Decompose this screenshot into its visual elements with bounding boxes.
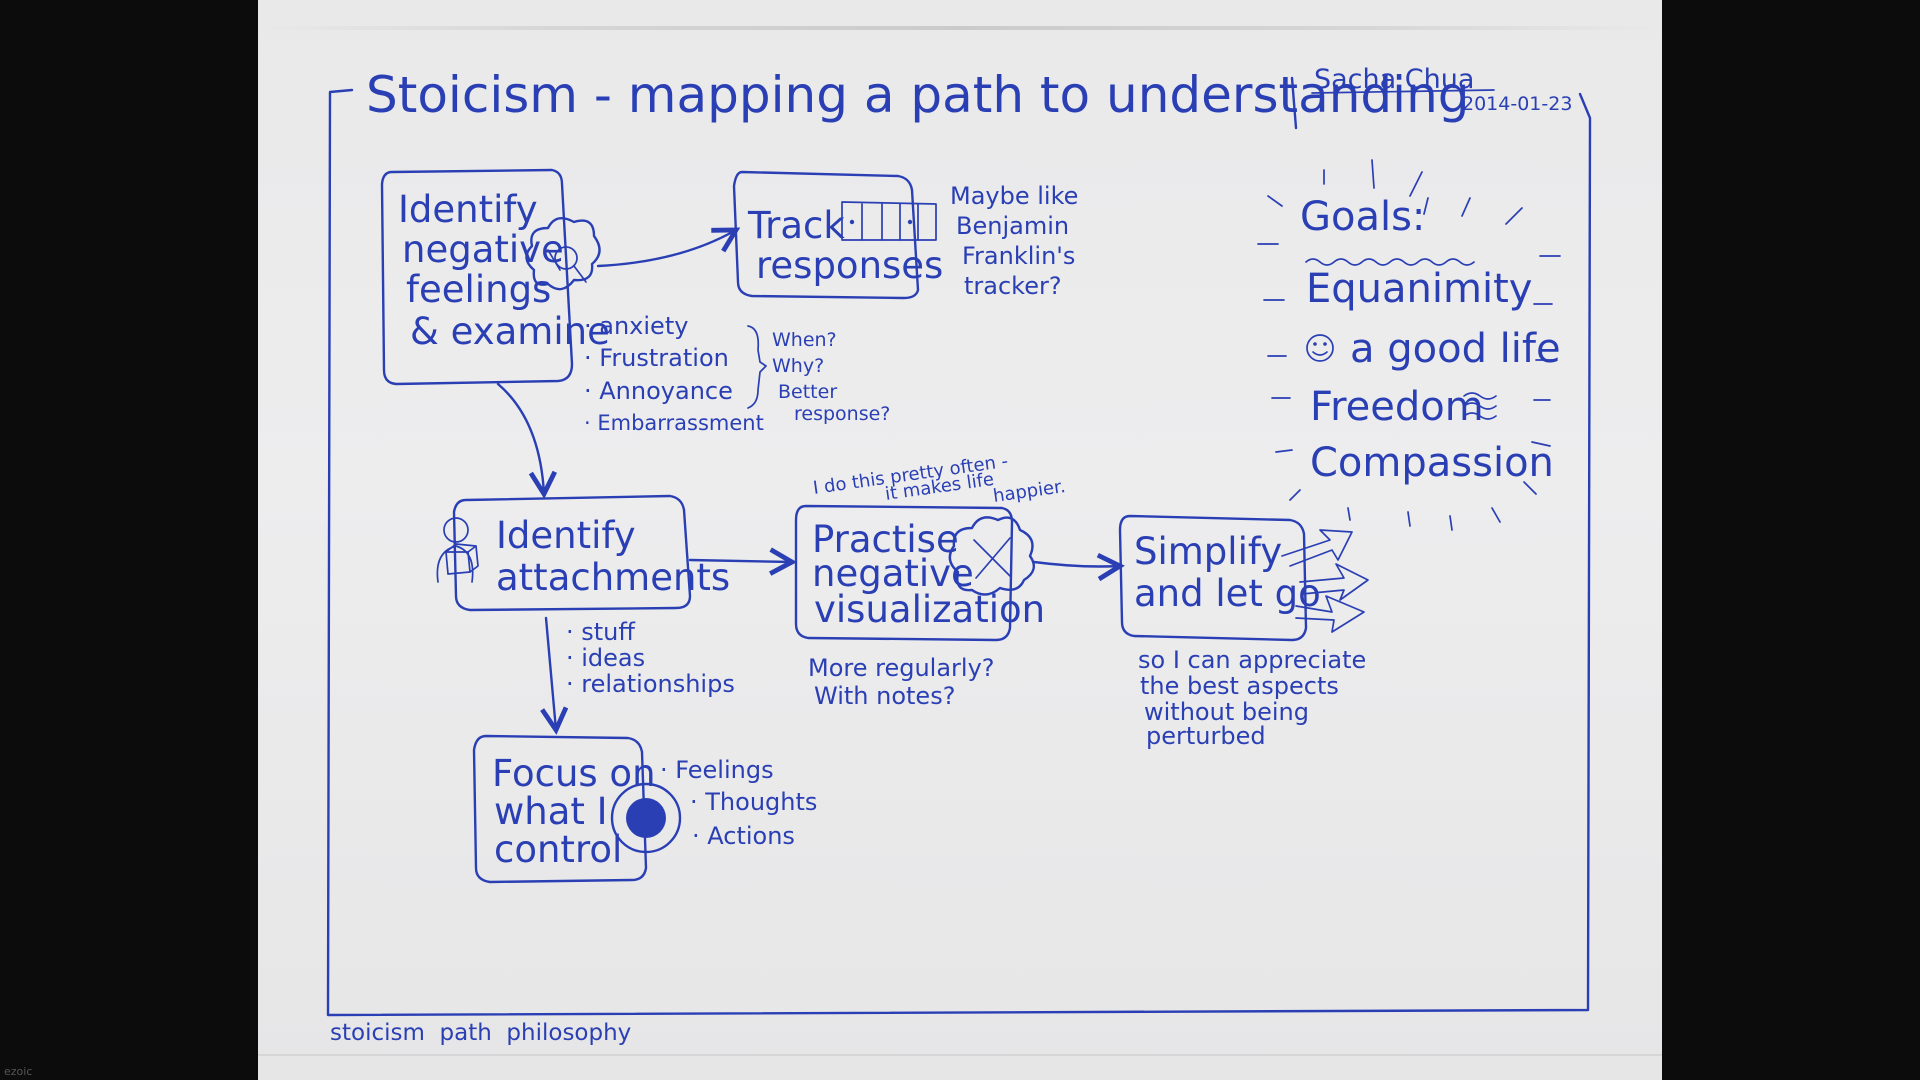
arrow-attachments-to-practice [688, 560, 792, 562]
goal-equanimity: Equanimity [1306, 266, 1532, 312]
attachment-relationships: · relationships [566, 670, 735, 698]
practice-line3: visualization [814, 588, 1045, 631]
practice-question1: More regularly? [808, 654, 995, 682]
sketch-tags: stoicism path philosophy [330, 1020, 631, 1046]
author-underline [1311, 89, 1495, 94]
track-note-line4: tracker? [964, 272, 1062, 300]
freedom-wind-icon [1463, 392, 1497, 420]
simplify-line1: Simplify [1134, 530, 1282, 573]
track-note-line1: Maybe like [950, 182, 1078, 210]
practice-box [794, 504, 1014, 642]
person-with-box-icon [436, 517, 479, 583]
release-arrows-icon [1281, 529, 1369, 633]
svg-text:Identify: Identify [398, 188, 538, 231]
question-response: response? [794, 403, 890, 425]
svg-text:feelings: feelings [406, 268, 551, 311]
identify-attachments-box [452, 494, 692, 612]
goal-freedom: Freedom [1310, 384, 1484, 430]
feeling-anxiety: · anxiety [584, 312, 688, 340]
control-thoughts: · Thoughts [690, 788, 817, 816]
arrow-attachments-to-focus [546, 616, 556, 730]
page-title: Stoicism - mapping a path to understandi… [366, 66, 1470, 124]
focus-line2: what I [494, 790, 608, 833]
attachment-stuff: · stuff [566, 618, 635, 646]
feeling-annoyance: · Annoyance [584, 377, 733, 405]
practice-note-line3: happier. [992, 476, 1067, 507]
goals-burst [1257, 159, 1561, 531]
sketch-paper [258, 0, 1662, 1080]
author-name: Sacha Chua [1314, 64, 1474, 95]
simplify-line2: and let go [1134, 572, 1321, 615]
attachment-ideas: · ideas [566, 644, 645, 672]
simplify-note-line3: without being [1144, 698, 1309, 726]
crossed-cloud-icon [948, 516, 1036, 596]
arrow-feelings-to-attachments [496, 382, 544, 494]
goal-good-life: a good life [1350, 326, 1561, 372]
feeling-frustration: · Frustration [584, 344, 729, 372]
focus-box [472, 734, 648, 884]
simplify-note-line1: so I can appreciate [1138, 646, 1366, 674]
outer-frame [326, 88, 1592, 1017]
practice-line2: negative [812, 552, 974, 595]
track-responses-box [732, 170, 920, 300]
svg-text:& examine: & examine [410, 310, 610, 353]
question-better: Better [778, 381, 837, 403]
track-note-line3: Franklin's [962, 242, 1075, 270]
attachments-line2: attachments [496, 556, 730, 599]
goals-label: Goals: [1300, 194, 1425, 240]
responses-label: responses [756, 244, 943, 287]
svg-text:negative: negative [402, 228, 564, 271]
identify-feelings-box [380, 168, 574, 386]
simplify-note-line4: perturbed [1146, 722, 1266, 750]
arrow-feelings-to-track [596, 230, 736, 268]
simplify-note-line2: the best aspects [1140, 672, 1339, 700]
question-when: When? [772, 329, 837, 351]
smiley-icon [1306, 334, 1334, 362]
attachments-line1: Identify [496, 514, 636, 557]
feelings-brace [747, 325, 767, 409]
feeling-embarrassment: · Embarrassment [584, 411, 764, 435]
ezoic-watermark: ezoic [4, 1065, 33, 1078]
sketch-date: 2014-01-23 [1462, 93, 1572, 115]
arrow-practice-to-simplify [1032, 562, 1120, 567]
title-underline-hook [1290, 76, 1298, 130]
practice-line1: Practise [812, 518, 959, 561]
control-feelings: · Feelings [660, 756, 774, 784]
track-label: Track [747, 204, 845, 247]
equanimity-wavy-underline [1305, 258, 1475, 266]
track-note-line2: Benjamin [956, 212, 1069, 240]
goal-compassion: Compassion [1310, 440, 1554, 486]
magnifier-cloud-icon [525, 216, 601, 291]
question-why: Why? [772, 355, 824, 377]
practice-question2: With notes? [814, 682, 955, 710]
identify-feelings-text: Identify negative feelings & examine [398, 188, 610, 353]
focus-line3: control [494, 828, 622, 871]
simplify-box [1118, 514, 1308, 642]
tracker-grid-icon [841, 201, 937, 241]
control-actions: · Actions [692, 822, 795, 850]
target-circle-icon [610, 782, 682, 854]
